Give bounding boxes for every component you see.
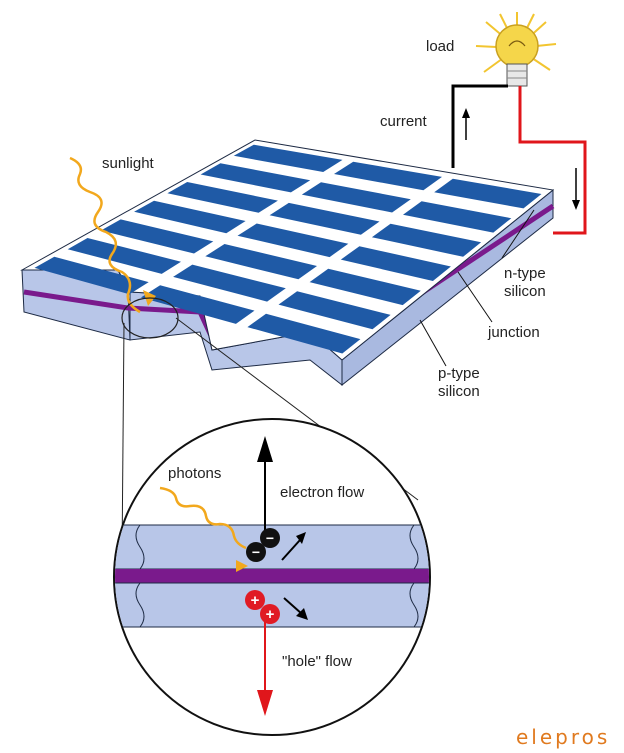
watermark-logo: elepros <box>516 725 610 749</box>
label-p-type-silicon: silicon <box>438 383 480 400</box>
solar-cell <box>34 256 149 295</box>
label-load: load <box>426 38 454 55</box>
electron-direction-arrow <box>281 532 306 561</box>
label-n-type-silicon: silicon <box>504 283 546 300</box>
hole-direction-arrow <box>283 597 308 620</box>
magnifier-spot <box>121 297 179 339</box>
solar-cell <box>134 200 246 234</box>
solar-cell <box>301 182 411 213</box>
solar-cell <box>140 285 255 324</box>
solar-cell <box>309 268 421 306</box>
wire-red <box>518 86 587 235</box>
label-sunlight: sunlight <box>102 155 155 172</box>
label-p-type: p-type <box>438 365 480 382</box>
solar-cell <box>205 244 317 280</box>
leader-junction <box>457 271 493 323</box>
hole-icon: + <box>245 590 265 610</box>
electron-sign: − <box>266 530 274 546</box>
solar-cell <box>278 291 391 330</box>
solar-cell <box>340 246 451 281</box>
hole-sign: + <box>251 592 260 609</box>
solar-panel <box>20 139 555 387</box>
hole-flow-arrow <box>257 618 273 716</box>
zoom-line-left <box>121 322 125 561</box>
hole-icon: + <box>260 604 280 624</box>
leader-p-type <box>419 319 447 367</box>
solar-cell <box>200 163 311 193</box>
solar-cell <box>403 201 512 233</box>
electron-icon: − <box>246 542 266 562</box>
sunlight-ray-icon <box>69 156 141 314</box>
wire-black <box>451 84 508 168</box>
solar-cell <box>247 313 361 354</box>
zoom-circle: − − + + <box>113 418 431 736</box>
solar-cell <box>67 238 181 274</box>
photon-arrowhead <box>236 560 248 572</box>
solar-cell <box>371 223 482 257</box>
solar-cell <box>100 219 214 254</box>
electron-flow-arrow <box>257 436 273 540</box>
electron-sign: − <box>252 544 260 560</box>
label-current: current <box>380 113 428 130</box>
junction-layer-zoom <box>115 569 429 583</box>
solar-cell <box>237 223 349 258</box>
label-hole-flow: "hole" flow <box>282 653 352 670</box>
leader-n-type <box>501 209 535 259</box>
electron-icon: − <box>260 528 280 548</box>
solar-cell <box>173 264 286 302</box>
solar-cell <box>334 161 442 191</box>
label-junction: junction <box>487 324 540 341</box>
solar-cell <box>434 178 542 209</box>
panel-cells <box>34 144 542 354</box>
photon-ray-icon <box>159 486 247 550</box>
arrow-up-icon <box>462 108 470 140</box>
solar-cell <box>269 202 380 235</box>
label-n-type: n-type <box>504 265 546 282</box>
arrow-down-icon <box>572 168 580 210</box>
hole-sign: + <box>266 606 275 623</box>
label-photons: photons <box>168 465 221 482</box>
solar-cell <box>167 182 278 213</box>
solar-cell <box>233 144 343 172</box>
light-bulb-icon <box>475 12 557 87</box>
label-electron-flow: electron flow <box>280 484 364 501</box>
